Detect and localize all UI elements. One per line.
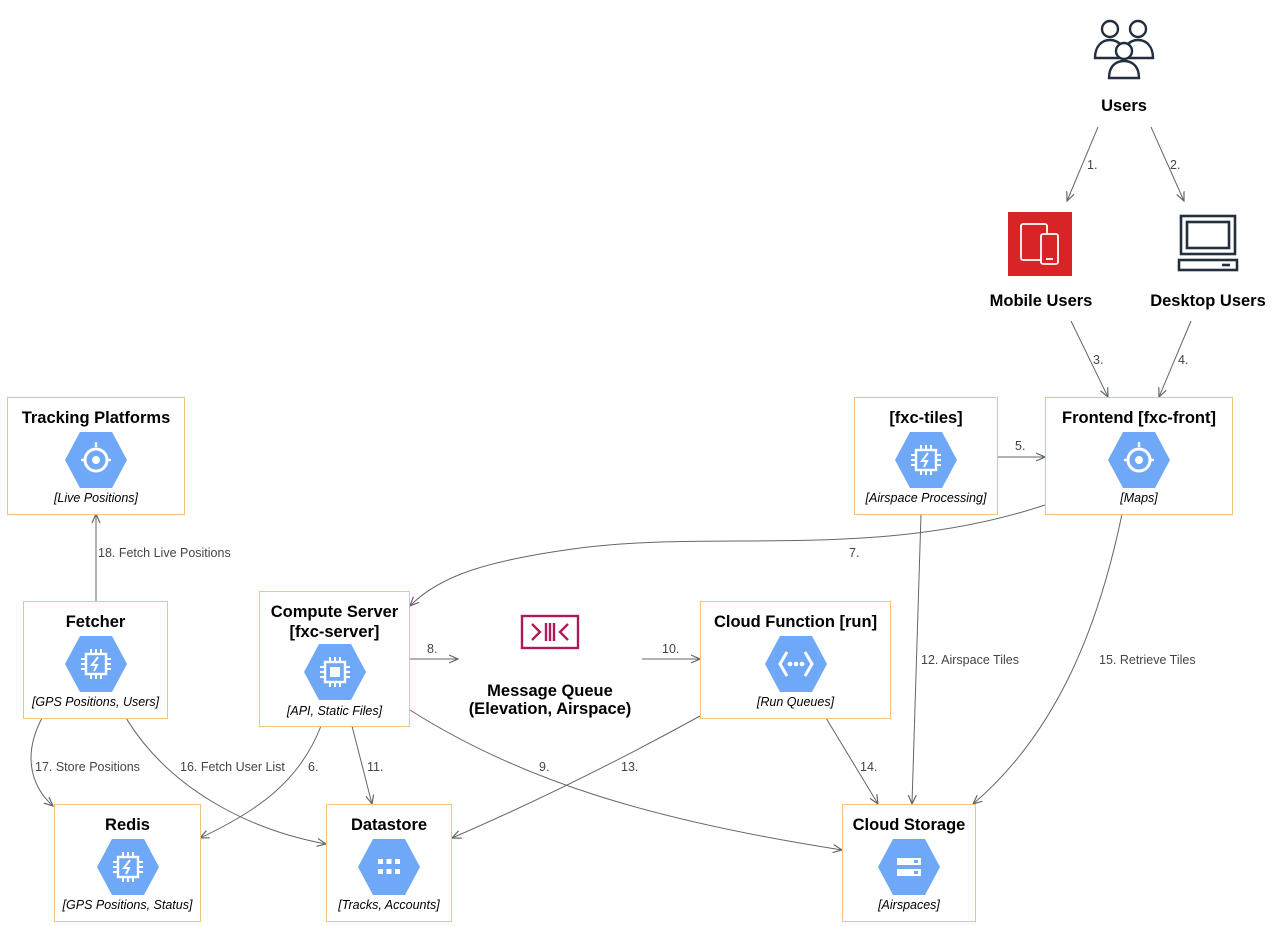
fetcher-sub: [GPS Positions, Users] [31,695,160,709]
edge-label-16: 16. Fetch User List [180,760,285,774]
compute-server-node: Compute Server [fxc-server] [API, Static… [259,591,410,727]
cloud-function-title: Cloud Function [run] [713,613,878,631]
edge-11 [351,725,372,804]
compute-chip-icon [97,839,159,895]
edge-label-3: 3. [1093,353,1103,367]
fxc-tiles-sub: [Airspace Processing] [865,491,987,505]
edge-13 [452,715,701,838]
fxc-tiles-title: [fxc-tiles] [889,409,963,427]
mobile-users-label: Mobile Users [989,292,1093,310]
edge-12 [912,513,922,804]
edge-label-17: 17. Store Positions [35,760,140,774]
edge-label-11: 11. [367,760,383,774]
tracking-platforms-node: Tracking Platforms [Live Positions] [7,397,185,515]
edge-label-9: 9. [539,760,549,774]
compute-server-title-line1: Compute Server [270,603,399,621]
edge-2 [1150,126,1184,201]
edge-label-18: 18. Fetch Live Positions [98,546,231,560]
edge-14 [825,717,878,804]
desktop-users-label: Desktop Users [1150,292,1266,310]
compute-chip-icon [895,432,957,488]
compute-chip-icon [65,636,127,692]
redis-title: Redis [105,816,150,834]
edge-3 [1070,320,1108,397]
message-queue-title-line1: Message Queue [487,682,613,700]
edge-label-7: 7. [849,546,859,560]
fetcher-title: Fetcher [65,613,126,631]
edge-label-10: 10. [662,642,679,656]
edge-label-13: 13. [621,760,638,774]
edge-7 [410,504,1046,606]
edge-label-2: 2. [1170,158,1180,172]
cloud-function-icon [765,636,827,692]
cloud-storage-icon [878,839,940,895]
message-queue-icon [520,614,580,650]
tracking-platforms-sub: [Live Positions] [53,491,139,505]
message-queue-title-line2: (Elevation, Airspace) [468,700,632,718]
gcp-hexagon-icon [1108,432,1170,488]
users-group-icon [1093,19,1155,80]
edge-label-6: 6. [308,760,318,774]
cloud-function-node: Cloud Function [run] [Run Queues] [700,601,891,719]
edge-label-8: 8. [427,642,437,656]
redis-sub: [GPS Positions, Status] [62,898,193,912]
desktop-monitor-icon [1177,214,1239,272]
cloud-storage-sub: [Airspaces] [878,898,940,912]
compute-chip-icon [304,644,366,700]
tracking-platforms-title: Tracking Platforms [21,409,171,427]
datastore-title: Datastore [350,816,428,834]
edge-17 [30,717,53,806]
fetcher-node: Fetcher [GPS Positions, Users] [23,601,168,719]
users-label: Users [1101,97,1147,115]
frontend-title: Frontend [fxc-front] [1062,409,1216,427]
gcp-hexagon-icon [65,432,127,488]
fxc-tiles-node: [fxc-tiles] [Airspace Processing] [854,397,998,515]
edge-label-1: 1. [1087,158,1097,172]
cloud-storage-node: Cloud Storage [Airspaces] [842,804,976,922]
edge-1 [1067,126,1099,201]
cloud-storage-title: Cloud Storage [852,816,966,834]
frontend-sub: [Maps] [1120,491,1158,505]
datastore-sub: [Tracks, Accounts] [338,898,440,912]
compute-server-title-line2: [fxc-server] [289,623,380,641]
edge-label-14: 14. [860,760,877,774]
mobile-device-icon [1008,212,1072,276]
datastore-node: Datastore [Tracks, Accounts] [326,804,452,922]
edge-label-4: 4. [1178,353,1188,367]
edge-16 [125,717,326,844]
edge-label-15: 15. Retrieve Tiles [1099,653,1196,667]
edge-15 [973,513,1123,804]
redis-node: Redis [GPS Positions, Status] [54,804,201,922]
cloud-function-sub: [Run Queues] [756,695,835,709]
edge-4 [1159,320,1192,397]
edge-6 [200,725,322,838]
datastore-grid-icon [358,839,420,895]
frontend-node: Frontend [fxc-front] [Maps] [1045,397,1233,515]
edge-9 [409,709,842,850]
edge-label-12: 12. Airspace Tiles [921,653,1019,667]
edge-label-5: 5. [1015,439,1025,453]
compute-server-sub: [API, Static Files] [286,704,383,718]
